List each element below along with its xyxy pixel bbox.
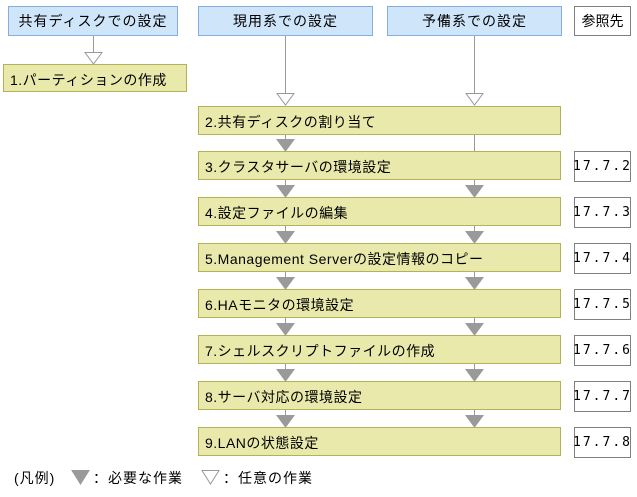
connector-line: [285, 180, 286, 186]
step-6-box: 6.HAモニタの環境設定: [198, 289, 561, 318]
required-arrow-icon: [276, 323, 295, 336]
connector-line: [474, 318, 475, 324]
connector-line: [474, 36, 475, 94]
connector-line: [285, 135, 286, 140]
reference-box: 17.7.3: [573, 197, 631, 228]
required-arrow-icon: [465, 323, 484, 336]
connector-line: [474, 226, 475, 232]
reference-box: 17.7.6: [573, 335, 631, 366]
connector-line: [285, 272, 286, 278]
step-7-box: 7.シェルスクリプトファイルの作成: [198, 335, 561, 364]
reference-box: 17.7.2: [573, 151, 631, 182]
required-arrow-icon: [465, 415, 484, 428]
required-arrow-legend-icon: [71, 470, 90, 485]
required-arrow-icon: [276, 369, 295, 382]
optional-arrow-icon: [465, 93, 484, 106]
step-5-box: 5.Management Serverの設定情報のコピー: [198, 243, 561, 272]
header-active-system: 現用系での設定: [198, 6, 373, 36]
step-4-box: 4.設定ファイルの編集: [198, 197, 561, 226]
required-arrow-icon: [465, 369, 484, 382]
connector-line: [474, 410, 475, 416]
connector-line: [285, 36, 286, 94]
connector-line: [474, 272, 475, 278]
header-shared-disk: 共有ディスクでの設定: [8, 6, 178, 36]
connector-line: [285, 410, 286, 416]
required-arrow-icon: [465, 185, 484, 198]
required-arrow-icon: [465, 277, 484, 290]
optional-arrow-icon: [276, 93, 295, 106]
connector-line: [474, 364, 475, 370]
reference-box: 17.7.8: [573, 427, 631, 458]
optional-arrow-icon: [84, 52, 103, 65]
step-2-box: 2.共有ディスクの割り当て: [198, 106, 561, 135]
reference-box: 17.7.7: [573, 381, 631, 412]
legend-required-label: ：必要な作業: [93, 470, 183, 486]
connector-line: [285, 318, 286, 324]
reference-box: 17.7.4: [573, 243, 631, 274]
required-arrow-icon: [276, 415, 295, 428]
legend-caption: (凡例): [14, 470, 56, 486]
optional-arrow-legend-icon: [201, 470, 220, 485]
header-standby-system: 予備系での設定: [387, 6, 562, 36]
header-reference: 参照先: [574, 6, 631, 36]
required-arrow-icon: [276, 231, 295, 244]
legend-optional-label: ：任意の作業: [223, 470, 313, 486]
step-1-box: 1.パーティションの作成: [3, 64, 187, 92]
connector-line: [285, 226, 286, 232]
connector-line: [93, 36, 94, 53]
connector-line: [474, 180, 475, 186]
reference-box: 17.7.5: [573, 289, 631, 320]
required-arrow-icon: [276, 139, 295, 152]
step-9-box: 9.LANの状態設定: [198, 427, 561, 456]
step-8-box: 8.サーバ対応の環境設定: [198, 381, 561, 410]
required-arrow-icon: [465, 231, 484, 244]
required-arrow-icon: [276, 277, 295, 290]
connector-line: [285, 364, 286, 370]
connector-line: [474, 135, 475, 151]
required-arrow-icon: [276, 185, 295, 198]
step-3-box: 3.クラスタサーバの環境設定: [198, 151, 561, 180]
